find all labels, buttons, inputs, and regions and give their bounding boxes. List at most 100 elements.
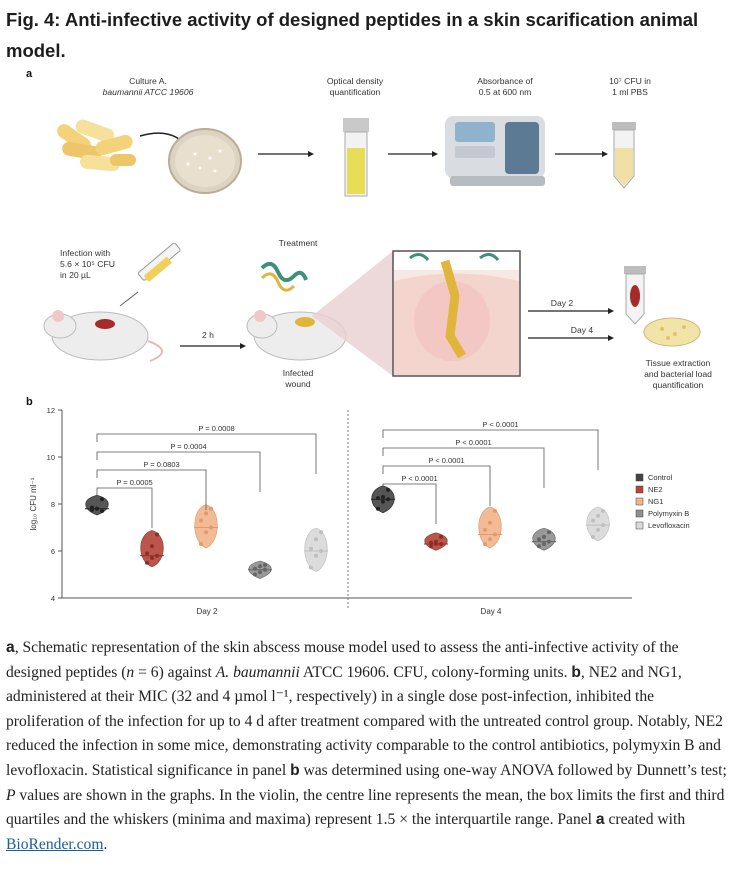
data-point (319, 549, 323, 553)
legend-swatch (635, 497, 644, 506)
data-point (386, 497, 390, 502)
y-axis-label: log₁₀ CFU ml⁻¹ (29, 477, 38, 530)
violin-levofloxacin (586, 506, 610, 542)
comparison-bracket (382, 447, 545, 488)
biorender-link[interactable]: BioRender.com (6, 835, 104, 853)
p-value-label: P = 0.0004 (170, 442, 206, 451)
data-point (155, 532, 159, 537)
data-point (319, 530, 323, 535)
data-point (483, 541, 487, 546)
figure-caption: a, Schematic representation of the skin … (6, 639, 727, 853)
skin-zoom-icon (392, 250, 521, 377)
data-point (537, 537, 541, 542)
y-tick-label: 4 (51, 594, 55, 603)
legend-label: Levofloxacin (648, 521, 690, 530)
data-point (309, 546, 313, 551)
p-value-label: P = 0.0008 (198, 424, 234, 433)
legend-swatch (635, 521, 644, 530)
data-point (381, 494, 385, 499)
y-tick-label: 6 (51, 547, 55, 556)
data-point (488, 520, 492, 525)
day2-arrow-label: Day 2 (551, 298, 574, 308)
data-point (542, 534, 546, 539)
y-tick-label: 12 (47, 406, 55, 415)
peptide-helix-icon (260, 261, 308, 292)
p-value-label: P = 0.0005 (116, 478, 152, 487)
p-value-label: P < 0.0001 (401, 474, 437, 483)
time-label: 2 h (202, 330, 214, 340)
legend-swatch (635, 485, 644, 494)
tissue-extraction-label: Tissue extraction and bacterial load qua… (644, 358, 712, 390)
p-value-label: P < 0.0001 (482, 420, 518, 429)
data-point (376, 506, 380, 511)
violin-ne2 (140, 530, 164, 568)
cuvette-icon (343, 118, 369, 197)
data-point (488, 537, 492, 542)
petri-dish-icon (168, 128, 242, 194)
comparison-bracket (382, 429, 599, 470)
data-point (429, 540, 433, 545)
schematic-illustration: 2 h Day 2 Day 4 (43, 116, 701, 377)
figure-title: Fig. 4: Anti-infective activity of desig… (6, 9, 699, 61)
data-point (204, 530, 208, 535)
legend-label: NE2 (648, 485, 663, 494)
syringe-icon (119, 242, 181, 307)
data-point (258, 570, 262, 575)
data-point (253, 572, 257, 577)
data-point (483, 527, 487, 532)
absorbance-label: Absorbance of 0.5 at 600 nm (477, 76, 533, 97)
p-value-label: P = 0.0803 (143, 460, 179, 469)
comparison-bracket (96, 487, 153, 528)
panel-b-label: b (26, 396, 33, 408)
treatment-label: Treatment (278, 238, 318, 248)
legend-swatch (635, 509, 644, 518)
data-point (309, 565, 313, 570)
data-point (547, 539, 551, 544)
data-point (150, 544, 154, 549)
data-point (145, 560, 149, 565)
data-point (537, 544, 541, 549)
bacteria-icon (57, 119, 136, 172)
falcon-tube-icon (612, 122, 636, 189)
data-point (95, 506, 99, 511)
violin-polymyxin-b (532, 527, 556, 551)
data-point (434, 539, 438, 544)
data-point (150, 556, 154, 561)
data-point (591, 534, 595, 539)
data-point (258, 564, 262, 569)
comparison-bracket (96, 451, 261, 492)
violin-ng1 (478, 506, 502, 549)
optical-density-label: Optical density quantification (326, 76, 384, 97)
data-point (263, 567, 267, 572)
data-point (263, 563, 267, 568)
data-point (204, 511, 208, 516)
data-point (145, 551, 149, 556)
data-point (376, 496, 380, 501)
cfu-pbs-label: 10⁷ CFU in 1 ml PBS (609, 76, 651, 97)
violin-ng1 (194, 504, 218, 549)
data-point (100, 509, 104, 514)
legend-label: NG1 (648, 497, 663, 506)
data-point (601, 523, 605, 528)
data-point (547, 530, 551, 535)
x-category-label: Day 2 (197, 607, 218, 616)
data-point (542, 541, 546, 546)
tissue-tube-icon (624, 266, 646, 325)
data-point (493, 532, 497, 537)
legend-label: Control (648, 473, 673, 482)
comparison-bracket (382, 483, 437, 524)
data-point (493, 509, 497, 514)
legend-label: Polymyxin B (648, 509, 689, 518)
data-point (596, 527, 600, 532)
data-point (596, 513, 600, 518)
data-point (155, 553, 159, 558)
legend-swatch (635, 473, 644, 482)
infection-label: Infection with 5.6 × 10⁵ CFU in 20 µL (60, 248, 115, 280)
data-point (100, 497, 104, 502)
mouse-icon (43, 310, 163, 362)
comparison-bracket (96, 433, 317, 474)
infected-wound-label: Infected wound (282, 368, 314, 389)
data-point (199, 541, 203, 546)
data-point (314, 537, 318, 542)
